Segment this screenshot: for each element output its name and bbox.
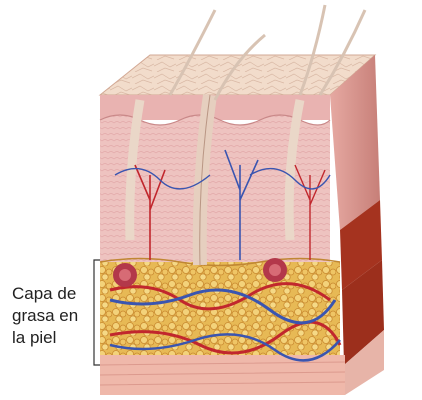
hair-shafts — [168, 4, 367, 101]
fat-layer-label-line-2: grasa en — [12, 306, 79, 325]
fat-layer-label-line-1: Capa de — [12, 284, 77, 303]
fat-layer-bracket — [93, 259, 100, 366]
blood-vessels — [109, 149, 342, 362]
hair-follicles — [125, 94, 305, 266]
right-side-face — [330, 55, 384, 395]
epidermis-top-surface — [98, 54, 377, 96]
fat-layer — [99, 257, 341, 357]
fat-layer-label-line-3: la piel — [12, 328, 57, 347]
dermis-layer — [99, 95, 331, 265]
sweat-glands — [113, 258, 287, 287]
